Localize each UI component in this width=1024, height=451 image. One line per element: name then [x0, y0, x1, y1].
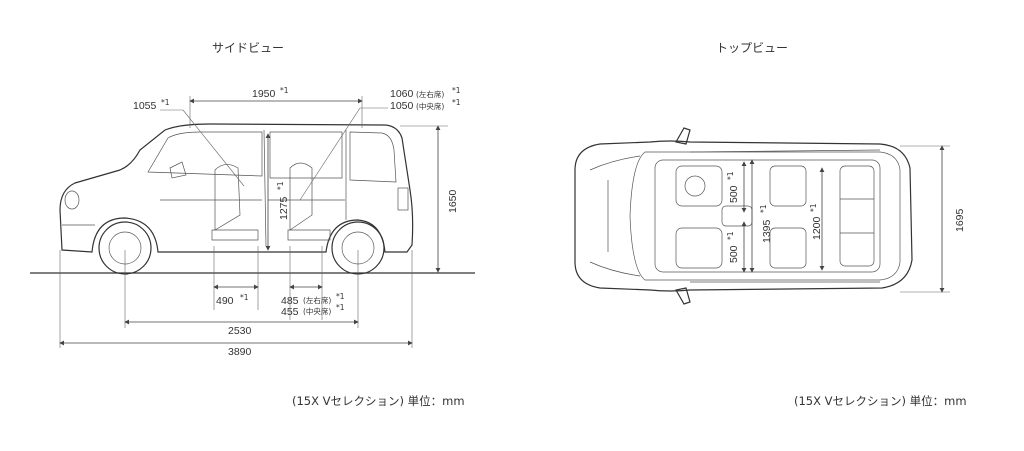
dim-1650: 1650 [447, 189, 459, 213]
footnote-1055: *1 [161, 98, 170, 107]
top-view-note: (15X Vセレクション) 単位：mm [794, 394, 967, 408]
dim-500-lower: 500 [728, 245, 740, 263]
dim-1060: 1060 [390, 88, 414, 100]
side-view-title: サイドビュー [212, 41, 284, 55]
dim-1050-tag: (中央席) [416, 101, 444, 111]
dim-1275: 1275 [278, 196, 290, 220]
footnote-500-lower: *1 [726, 231, 735, 240]
top-view-title: トップビュー [716, 41, 788, 55]
footnote-1395: *1 [759, 204, 768, 213]
dim-1395: 1395 [761, 219, 773, 243]
dim-455: 455 [281, 306, 299, 318]
footnote-1050: *1 [452, 98, 461, 107]
dim-1060-tag: (左右席) [416, 89, 444, 99]
footnote-1200: *1 [809, 203, 818, 212]
dim-1695: 1695 [954, 208, 966, 232]
footnote-485: *1 [336, 292, 345, 301]
dim-2530: 2530 [228, 325, 252, 337]
side-view-car [59, 123, 414, 275]
dim-1950: 1950 [252, 88, 276, 100]
footnote-500-upper: *1 [726, 171, 735, 180]
dim-3890: 3890 [228, 346, 252, 358]
top-dimension-lines [741, 145, 950, 293]
footnote-1950: *1 [280, 86, 289, 95]
footnote-455: *1 [336, 303, 345, 312]
dim-485-tag: (左右席) [303, 295, 331, 305]
dim-500-upper: 500 [728, 185, 740, 203]
top-view-car [574, 127, 913, 305]
footnote-1060: *1 [452, 86, 461, 95]
dim-1055: 1055 [133, 100, 157, 112]
dim-485: 485 [281, 295, 299, 307]
dim-1050: 1050 [390, 100, 414, 112]
dim-1200: 1200 [811, 216, 823, 240]
footnote-1275: *1 [276, 181, 285, 190]
side-dimension-lines [59, 96, 448, 348]
footnote-490: *1 [240, 293, 249, 302]
dim-490: 490 [216, 295, 234, 307]
side-view-note: (15X Vセレクション) 単位：mm [292, 394, 465, 408]
dim-455-tag: (中央席) [303, 306, 331, 316]
